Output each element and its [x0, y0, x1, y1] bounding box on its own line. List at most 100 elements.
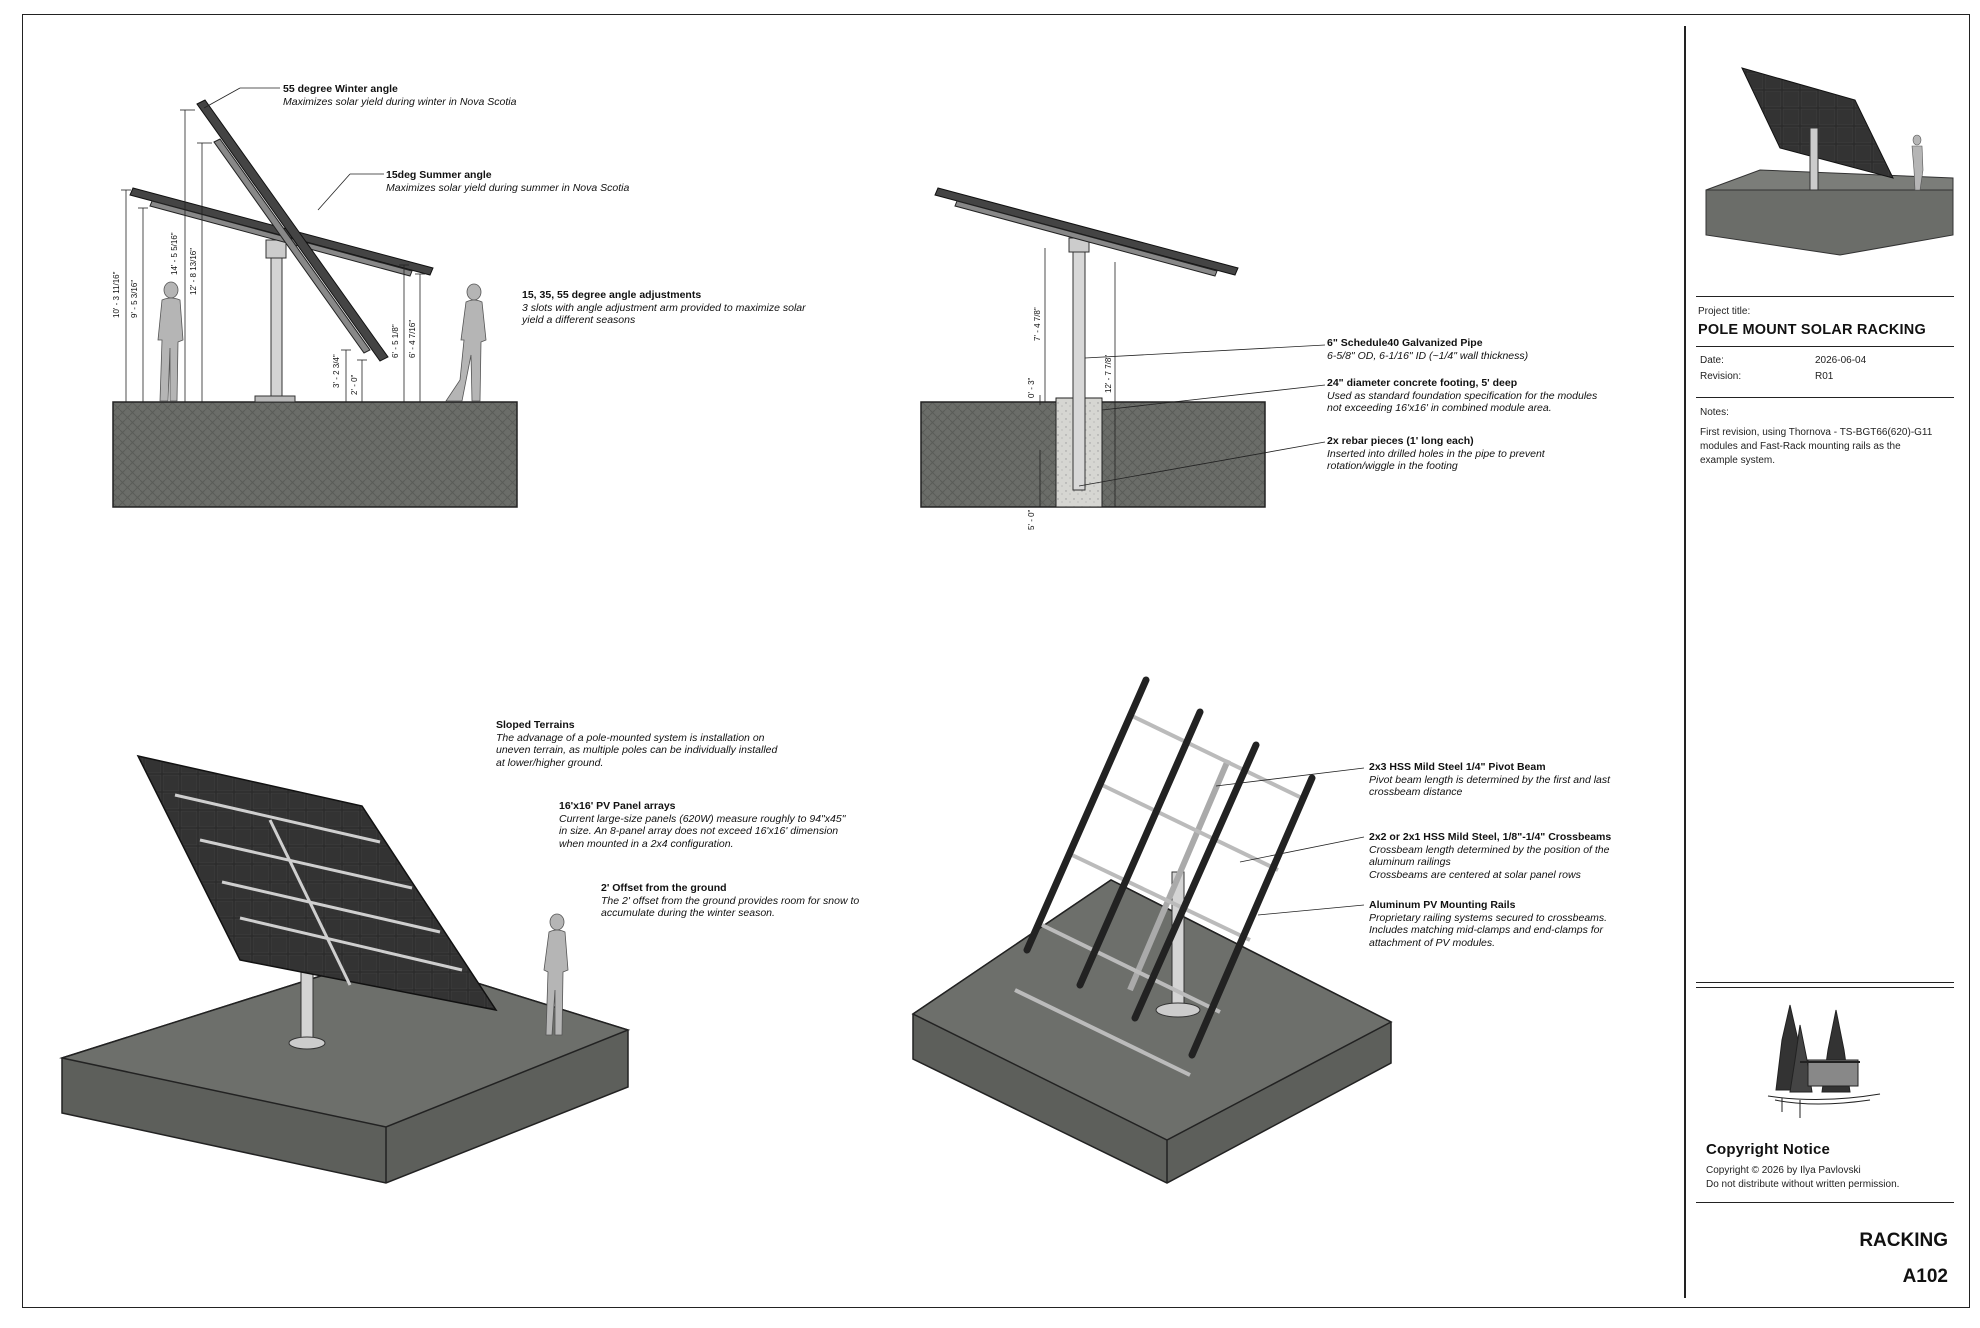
note-desc: Proprietary railing systems secured to c… — [1369, 911, 1608, 924]
note-title: 2' Offset from the ground — [601, 882, 727, 894]
iso-pv-array — [136, 754, 498, 1012]
title-block-rule — [1696, 1202, 1954, 1203]
note-desc: crossbeam distance — [1369, 786, 1463, 798]
note-desc: at lower/higher ground. — [496, 756, 604, 769]
notes-text: First revision, using Thornova - TS-BGT6… — [1700, 427, 1933, 438]
note-desc: when mounted in a 2x4 configuration. — [559, 837, 734, 850]
dimension-label: 7' - 4 7/8" — [1033, 307, 1042, 341]
section-leaders — [1078, 344, 1326, 487]
pole-elevation — [270, 257, 283, 403]
dimension-label: 6' - 5 1/8" — [391, 324, 400, 358]
note-crossbeams: 2x2 or 2x1 HSS Mild Steel, 1/8"-1/4" Cro… — [1369, 831, 1611, 881]
note-title: 2x rebar pieces (1' long each) — [1327, 435, 1474, 447]
note-desc: The advanage of a pole-mounted system is… — [496, 731, 765, 744]
notes-text: example system. — [1700, 455, 1776, 466]
note-desc: Crossbeam length determined by the posit… — [1369, 843, 1610, 856]
note-desc: Maximizes solar yield during summer in N… — [386, 181, 630, 194]
note-desc: attachment of PV modules. — [1369, 936, 1496, 949]
note-desc: 6-5/8" OD, 6-1/16" ID (~1/4" wall thickn… — [1327, 349, 1529, 362]
dimension-label: 12' - 7 7/8" — [1104, 354, 1113, 393]
note-title: 55 degree Winter angle — [283, 83, 398, 95]
date-value: 2026-06-04 — [1815, 355, 1867, 366]
pole-base-elevation — [254, 395, 296, 403]
iso-mounting-rails — [1023, 676, 1316, 1059]
notes-text: modules and Fast-Rack mounting rails as … — [1700, 441, 1901, 452]
note-title: 6" Schedule40 Galvanized Pipe — [1327, 337, 1483, 349]
dimension-label: 10' - 3 11/16" — [112, 271, 121, 318]
dimension-label: 12' - 8 13/16" — [189, 247, 198, 295]
note-desc: 3 slots with angle adjustment arm provid… — [522, 301, 806, 314]
note-sloped-terrains: Sloped Terrains The advanage of a pole-m… — [496, 719, 777, 769]
elevation-leaders — [203, 87, 384, 211]
dimension-label: 5' - 0" — [1027, 509, 1036, 530]
iso-crossbeams — [1014, 713, 1307, 1077]
note-desc: accumulate during the winter season. — [601, 907, 775, 919]
cabin-logo — [1767, 1004, 1881, 1118]
elevation-dimension-lines — [121, 109, 425, 402]
note-title: 15, 35, 55 degree angle adjustments — [522, 289, 702, 301]
iso-human-figure — [543, 913, 569, 1036]
ground-block-elevation — [112, 401, 518, 508]
sheet-name: RACKING — [1859, 1230, 1948, 1251]
dimension-label: 2' - 0" — [350, 374, 359, 395]
title-block-rule — [1696, 346, 1954, 347]
title-block-rule — [1696, 296, 1954, 297]
note-title: 16'x16' PV Panel arrays — [559, 800, 676, 812]
note-desc: Includes matching mid-clamps and end-cla… — [1369, 924, 1604, 936]
note-ground-offset: 2' Offset from the ground The 2' offset … — [601, 882, 859, 920]
note-galvanized-pipe: 6" Schedule40 Galvanized Pipe 6-5/8" OD,… — [1327, 337, 1528, 362]
thumbnail-render — [1705, 67, 1954, 256]
copyright-line: Copyright © 2026 by Ilya Pavlovski — [1706, 1165, 1861, 1176]
note-desc: aluminum railings — [1369, 856, 1451, 868]
note-pivot-beam: 2x3 HSS Mild Steel 1/4" Pivot Beam Pivot… — [1369, 761, 1610, 799]
note-title: Aluminum PV Mounting Rails — [1369, 899, 1516, 911]
note-pv-arrays: 16'x16' PV Panel arrays Current large-si… — [559, 800, 845, 850]
note-title: Sloped Terrains — [496, 719, 575, 731]
dimension-label: 3' - 2 3/4" — [332, 354, 341, 388]
title-block-rule — [1696, 397, 1954, 398]
project-title-label: Project title: — [1698, 306, 1751, 317]
dimension-label: 14' - 5 5/16" — [170, 232, 179, 275]
note-desc: in size. An 8-panel array does not excee… — [559, 825, 839, 837]
iso-pivot-beam — [1127, 758, 1231, 992]
revision-value: R01 — [1815, 371, 1834, 382]
title-block-rule — [1696, 987, 1954, 988]
note-desc: Pivot beam length is determined by the f… — [1369, 773, 1611, 786]
section-panel — [934, 187, 1239, 277]
note-desc: rotation/wiggle in the footing — [1327, 460, 1458, 472]
revision-label: Revision: — [1700, 371, 1742, 382]
note-desc: uneven terrain, as multiple poles can be… — [496, 744, 778, 756]
note-desc: Maximizes solar yield during winter in N… — [283, 95, 517, 108]
galvanized-pipe — [1072, 249, 1086, 491]
pole-head-elevation — [265, 239, 287, 259]
note-desc: Crossbeams are centered at solar panel r… — [1369, 868, 1581, 881]
note-mounting-rails: Aluminum PV Mounting Rails Proprietary r… — [1369, 899, 1607, 949]
human-figure-left — [157, 281, 184, 402]
note-title: 2x3 HSS Mild Steel 1/4" Pivot Beam — [1369, 761, 1546, 773]
human-figure-right — [445, 283, 487, 402]
note-desc: Inserted into drilled holes in the pipe … — [1327, 447, 1545, 460]
iso-panel-view — [59, 754, 631, 1184]
note-desc: Used as standard foundation specificatio… — [1327, 389, 1598, 402]
note-title: 15deg Summer angle — [386, 169, 492, 181]
note-title: 2x2 or 2x1 HSS Mild Steel, 1/8"-1/4" Cro… — [1369, 831, 1612, 843]
dimension-label: 0' - 3" — [1027, 377, 1036, 398]
note-desc: yield a different seasons — [522, 314, 636, 326]
copyright-line: Do not distribute without written permis… — [1706, 1179, 1900, 1190]
note-title: 24" diameter concrete footing, 5' deep — [1327, 377, 1518, 389]
section-dimension-lines — [1039, 248, 1116, 507]
note-desc: The 2' offset from the ground provides r… — [601, 894, 860, 907]
note-summer-angle: 15deg Summer angle Maximizes solar yield… — [386, 169, 629, 194]
note-rebar: 2x rebar pieces (1' long each) Inserted … — [1327, 435, 1545, 473]
iso-frame-leaders — [1215, 767, 1365, 916]
copyright-title: Copyright Notice — [1706, 1141, 1831, 1158]
drawing-sheet-border — [22, 14, 1970, 1308]
project-title: POLE MOUNT SOLAR RACKING — [1698, 322, 1926, 338]
section-view — [920, 187, 1326, 508]
elevation-view — [112, 87, 518, 508]
note-desc: Current large-size panels (620W) measure… — [559, 812, 846, 825]
title-block-rule — [1696, 982, 1954, 983]
note-winter-angle: 55 degree Winter angle Maximizes solar y… — [283, 83, 516, 108]
notes-label: Notes: — [1700, 407, 1729, 418]
